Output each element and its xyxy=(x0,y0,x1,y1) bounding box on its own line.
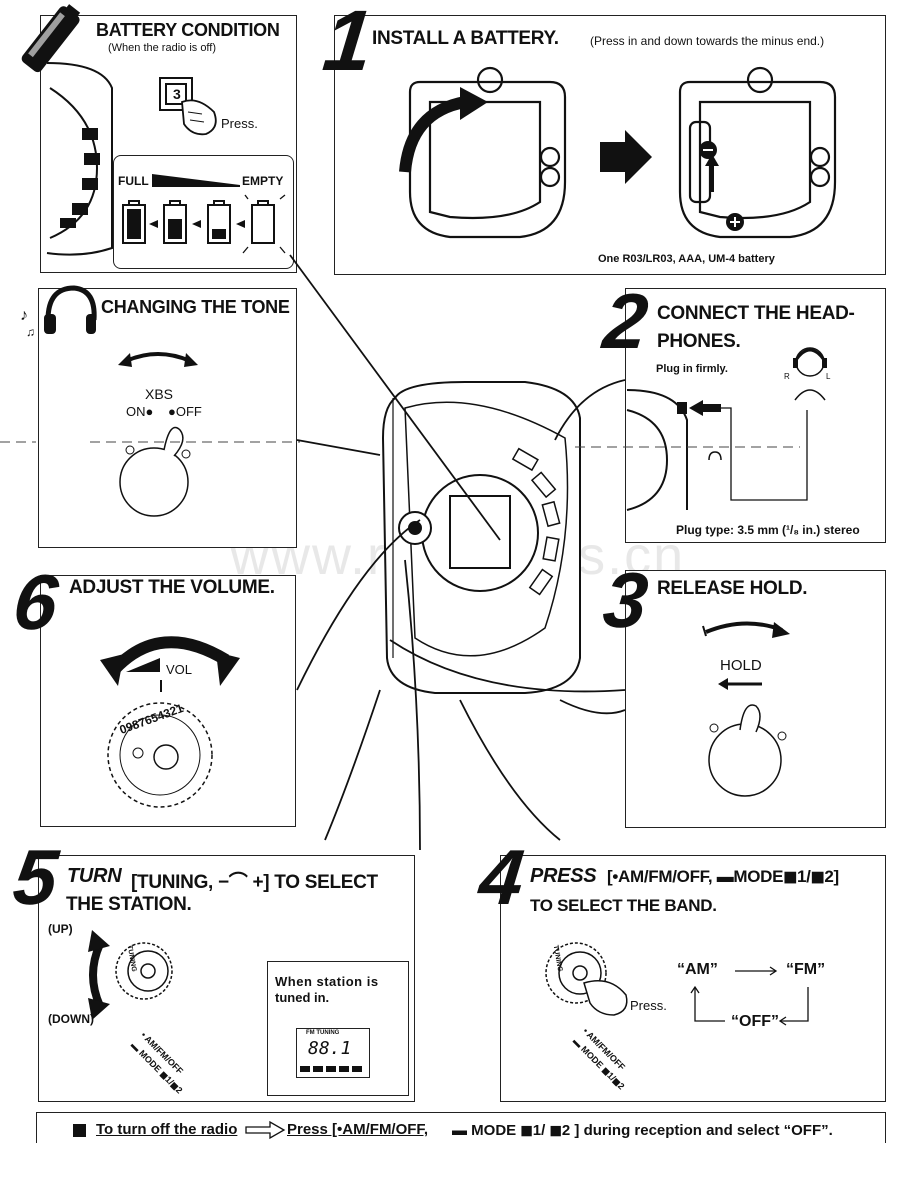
svg-text:♪: ♪ xyxy=(20,307,28,324)
down-label: (DOWN) xyxy=(48,1012,94,1026)
vol-tick xyxy=(160,680,162,692)
battery-type-note: One R03/LR03, AAA, UM-4 battery xyxy=(598,253,775,265)
step5-number: 5 xyxy=(9,833,63,921)
battery-install-illustration xyxy=(399,66,837,239)
battery-icon xyxy=(21,4,81,73)
band-am: “AM” xyxy=(677,961,718,978)
volume-arrow xyxy=(100,636,240,686)
xbs-switch-illustration[interactable] xyxy=(119,420,200,520)
xbs-label: XBS xyxy=(145,386,174,402)
footer-bar xyxy=(36,1112,886,1143)
band-fm: “FM” xyxy=(786,961,826,978)
station-text-line2: tuned in. xyxy=(275,990,330,1005)
footer-prefix: To turn off the radio xyxy=(96,1121,238,1138)
press-button-3 xyxy=(159,77,217,136)
step3-number: 3 xyxy=(599,556,653,644)
hold-label: HOLD xyxy=(720,657,762,674)
step4-title-line2: TO SELECT THE BAND. xyxy=(530,896,717,915)
step4-press-label: Press. xyxy=(630,998,667,1013)
battery-press-label: Press. xyxy=(221,116,258,131)
band-off: “OFF” xyxy=(731,1013,779,1030)
vol-label: VOL xyxy=(166,662,193,677)
footer-square-icon xyxy=(73,1124,86,1137)
band-cycle-arrows xyxy=(690,966,809,1026)
step5-title-turn: TURN xyxy=(67,865,122,887)
plug-type-label: Plug type: 3.5 mm (¹/₈ in.) stereo xyxy=(676,523,860,537)
hold-direction-arrow xyxy=(718,678,762,690)
step4-number: 4 xyxy=(475,833,529,921)
battery-levels-icon xyxy=(122,194,286,254)
headphones-icon: ♪ ♫ xyxy=(20,285,97,339)
lcd-bars xyxy=(300,1066,364,1072)
step2-title-line1: CONNECT THE HEAD- xyxy=(657,303,855,324)
person-with-headphones-icon xyxy=(793,347,827,401)
station-text-line1: When station is xyxy=(275,974,379,989)
footer-press-part: Press [•AM/FM/OFF, xyxy=(287,1121,429,1138)
up-label: (UP) xyxy=(48,922,73,936)
volume-dial[interactable] xyxy=(100,695,220,815)
level-wedge xyxy=(152,174,240,187)
step5-title-line2: THE STATION. xyxy=(66,894,192,915)
headphone-jack-illustration xyxy=(626,389,808,511)
step3-title: RELEASE HOLD. xyxy=(657,578,808,599)
xbs-off-label: ●OFF xyxy=(168,404,202,419)
hold-arrow xyxy=(702,621,790,638)
footer-mode-part: ▬ MODE ◼1/ ◼2 ] during reception and sel… xyxy=(452,1122,833,1139)
empty-label: EMPTY xyxy=(242,174,284,188)
tone-switch-arrow xyxy=(118,352,198,367)
battery-level-box xyxy=(113,155,294,269)
press-button-key: 3 xyxy=(173,86,181,102)
footer-arrow-icon xyxy=(245,1120,286,1140)
radio-side-illustration xyxy=(46,62,113,256)
step5-title-rest: [TUNING, −⌒ +] TO SELECT xyxy=(131,872,378,893)
lcd-label: FM TUNING xyxy=(306,1030,340,1036)
radio-main-illustration xyxy=(381,381,581,694)
plug-in-label: Plug in firmly. xyxy=(656,363,728,375)
battery-condition-subtitle: (When the radio is off) xyxy=(108,42,217,54)
battery-condition-title: BATTERY CONDITION xyxy=(96,20,280,40)
xbs-on-label: ON● xyxy=(126,404,154,419)
step4-title-press: PRESS xyxy=(530,865,597,887)
step3-panel xyxy=(625,570,886,828)
step2-title-line2: PHONES. xyxy=(657,331,741,352)
right-ear-label: R xyxy=(784,372,790,381)
step1-note: (Press in and down towards the minus end… xyxy=(590,34,825,48)
step6-number: 6 xyxy=(9,558,63,646)
tuning-dial-step4[interactable] xyxy=(540,935,660,1025)
step6-title: ADJUST THE VOLUME. xyxy=(69,577,275,598)
lcd-value: 88.1 xyxy=(308,1038,352,1059)
step1-title: INSTALL A BATTERY. xyxy=(372,28,559,49)
step4-title-rest: [•AM/FM/OFF, ▬MODE◼1/◼2] xyxy=(607,867,839,886)
svg-text:♫: ♫ xyxy=(26,325,35,339)
changing-tone-title: CHANGING THE TONE xyxy=(101,297,290,317)
tuning-arrow xyxy=(88,930,110,1020)
tuning-dial-step5[interactable] xyxy=(112,935,182,1015)
full-label: FULL xyxy=(118,174,149,188)
left-ear-label: L xyxy=(826,372,831,381)
hold-switch-illustration[interactable] xyxy=(700,700,800,800)
